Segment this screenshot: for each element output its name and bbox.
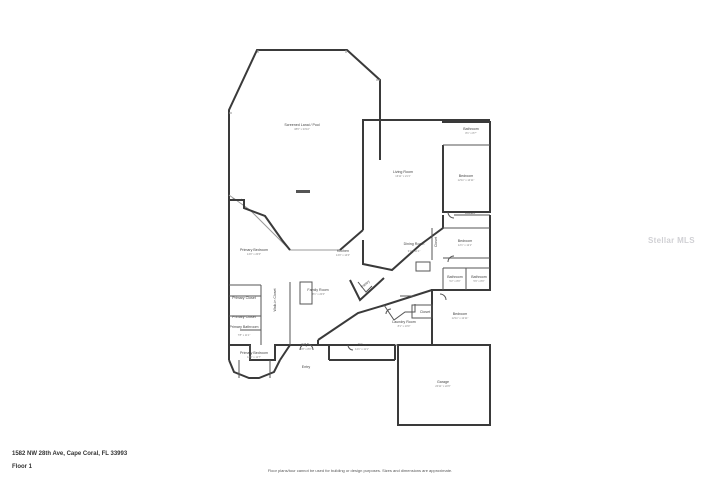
room-label: Primary Closet [232, 315, 256, 319]
room-label: Bathroom [447, 275, 463, 279]
room-label: Primary Bedroom [240, 351, 268, 355]
room-dims: 12'11" x 14'11" [458, 178, 475, 182]
room-label: Foyer [301, 343, 311, 347]
room-label: Bedroom [453, 312, 468, 316]
room-dims: 6'8" x 8'0" [300, 347, 311, 351]
room-dims: 14'0" x 20'0" [247, 252, 261, 256]
room-label: Closet [465, 211, 475, 215]
room-label: Bathroom [463, 127, 479, 131]
room-dims: 16'11" x 21'1" [395, 174, 411, 178]
room-dims: 18'1" x 20'0" [311, 292, 325, 296]
door-swings [299, 211, 455, 351]
room-label: Bedroom [459, 174, 474, 178]
room-label: Screened Lanai / Pool [284, 123, 320, 127]
room-label: Kitchen [337, 249, 349, 253]
floor-label: Floor 1 [12, 464, 33, 470]
room-dims: 38'0" x 33'10" [294, 127, 310, 131]
room-label: Garage [437, 380, 449, 384]
room-label: Bedroom [458, 239, 473, 243]
room-label: Entry [302, 365, 311, 369]
room-dims: 8'1" x 8'7" [465, 131, 476, 135]
pool-grate [296, 190, 310, 193]
room-dims: 5'9" x 8'0" [473, 279, 484, 283]
room-labels: Screened Lanai / Pool 38'0" x 33'10" Liv… [230, 123, 487, 388]
room-dims: 11'1" x 11'1" [355, 347, 369, 351]
lanai-outline [228, 49, 381, 251]
room-label: Walk-in Closet [273, 288, 277, 311]
room-dims: 7'8" x 11'1" [238, 333, 251, 337]
room-label: Closet [232, 198, 242, 202]
room-dims: 20'11" x 22'0" [435, 384, 451, 388]
room-label: Living Room [393, 170, 413, 174]
room-label: Closet [420, 310, 430, 314]
disclaimer-text: Floor plans/tour cannot be used for buil… [267, 468, 453, 473]
room-dims: 14'0" x 11'7" [247, 355, 261, 359]
room-label: Dining Room [404, 242, 425, 246]
room-label: Primary Closet [232, 296, 256, 300]
room-dims: 12'11" x 12'11" [452, 316, 469, 320]
room-label: Primary Bathroom [230, 325, 259, 329]
watermark-logo: Stellar MLS [648, 236, 695, 245]
house-walls [228, 119, 491, 426]
room-dims: 12'1" x 12'1" [458, 243, 472, 247]
room-dims: 14'0" x 14'0" [336, 253, 350, 257]
room-label: Bathroom [471, 275, 487, 279]
room-label: Closet [434, 237, 438, 247]
room-label: Pantry [360, 279, 371, 289]
interior-walls [229, 199, 490, 360]
room-dims: 9'1" x 11'1" [408, 249, 421, 253]
room-label: Primary Bedroom [240, 248, 268, 252]
room-label: Office [357, 343, 366, 347]
room-dims: 8'1" x 10'0" [398, 324, 411, 328]
room-dims: 5'2" x 8'0" [449, 279, 460, 283]
property-address: 1582 NW 28th Ave, Cape Coral, FL 33993 [12, 451, 128, 457]
room-label: Laundry Room [392, 320, 416, 324]
room-label: Family Room [307, 288, 328, 292]
